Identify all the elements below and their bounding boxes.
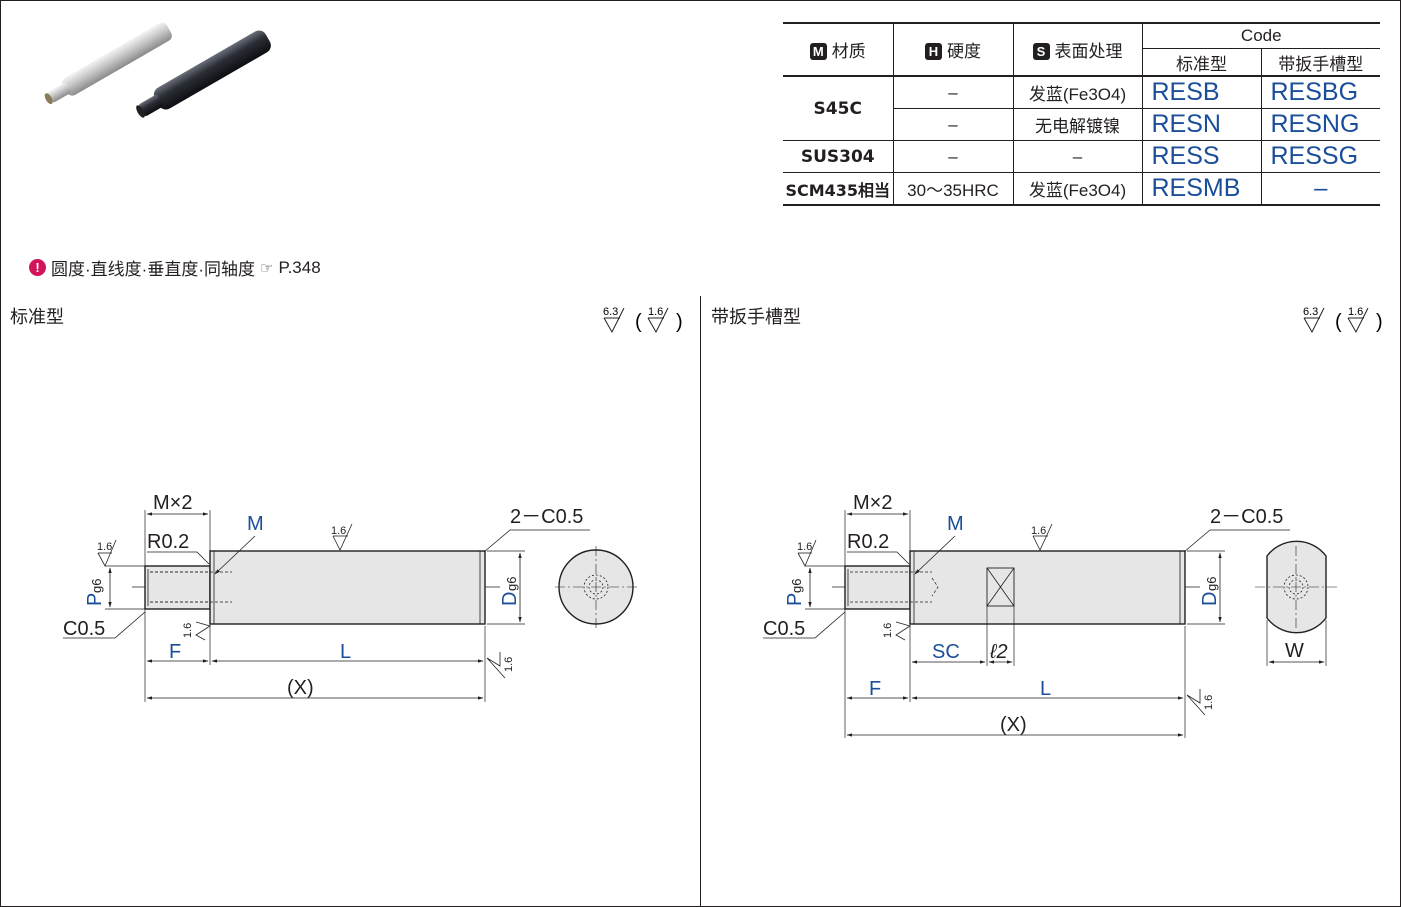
svg-text:D: D [499,592,521,606]
svg-text:D: D [1199,592,1221,606]
wrench-drawing: M×2 R0.2 M 1.6 1.6 2－C0.5 C0.5 SC ℓ2 F L… [763,492,1337,738]
roughness-header-standard: 6.3 ( 1.6 ) [603,306,683,334]
dim-mx2: M×2 [853,492,892,514]
code-standard-cell: RESN [1141,108,1261,141]
svg-text:P: P [84,593,106,606]
dim-p: P g6 [784,579,806,606]
dim-r02: R0.2 [147,531,189,553]
dim-c05: C0.5 [63,618,105,640]
table-row: – 无电解镀镍 RESN RESNG [783,108,1380,141]
dim-m: M [247,513,264,535]
product-photo [44,22,271,118]
code-wrench-cell: RESNG [1260,108,1380,141]
rough-p: 1.6 [97,541,112,553]
dim-sc: SC [932,641,960,663]
hardness-cell: – [892,108,1013,141]
svg-text:(: ( [635,311,642,333]
surface-badge: S [1032,43,1050,60]
surface-cell: – [1012,140,1142,173]
dim-f: F [169,641,181,663]
rough-step: 1.6 [882,623,894,638]
hardness-cell: 30～35HRC [892,172,1013,206]
code-standard-cell: RESB [1141,76,1261,109]
dim-p: P g6 [84,579,106,606]
hardness-cell: – [892,140,1013,173]
surface-cell: 无电解镀镍 [1012,108,1142,141]
table-subheader-row: 标准型 带扳手槽型 [783,48,1380,77]
svg-text:1.6: 1.6 [1203,695,1215,710]
header-code: Code [1141,22,1380,49]
dim-d: D g6 [1199,577,1221,606]
material-badge: M [809,43,827,60]
svg-text:g6: g6 [1204,577,1219,591]
svg-text:P: P [784,593,806,606]
hardness-cell: – [892,76,1013,109]
material-cell: S45C [783,76,893,141]
dim-l: L [340,641,351,663]
code-standard-cell: RESMB [1141,172,1261,206]
dim-r02: R0.2 [847,531,889,553]
dim-mx2: M×2 [153,492,192,514]
note-page[interactable]: P.348 [278,257,321,277]
reference-hand-icon: ☞ [259,259,274,277]
header-wrench: 带扳手槽型 [1260,48,1380,77]
dim-m: M [947,513,964,535]
table-row: SCM435相当 30～35HRC 发蓝(Fe3O4) RESMB – [783,172,1380,206]
svg-text:): ) [676,311,683,333]
dim-l2: ℓ2 [989,641,1008,663]
code-wrench-cell: – [1260,172,1380,206]
code-wrench-cell: RESBG [1260,76,1380,109]
rough-step: 1.6 [182,623,194,638]
dim-d: D g6 [499,577,521,606]
svg-text:(: ( [1335,311,1342,333]
svg-text:g6: g6 [504,577,519,591]
svg-text:g6: g6 [89,579,104,593]
svg-text:6.3: 6.3 [1303,306,1318,318]
dim-w: W [1285,640,1304,662]
code-standard-cell: RESS [1141,140,1261,173]
svg-text:1.6: 1.6 [648,306,663,318]
dim-c05: C0.5 [763,618,805,640]
table-row: SUS304 – – RESS RESSG [783,140,1380,173]
alert-icon: ! [29,259,46,276]
table-row: S45C – 发蓝(Fe3O4) RESB RESBG [783,76,1380,141]
svg-text:1.6: 1.6 [182,623,194,638]
dim-x: (X) [287,677,314,699]
svg-text:1.6: 1.6 [503,657,515,672]
svg-text:): ) [1376,311,1383,333]
material-cell: SCM435相当 [783,172,893,206]
note-text: 圆度·直线度·垂直度·同轴度 [51,260,255,279]
tolerance-note: ! 圆度·直线度·垂直度·同轴度 ☞ P.348 [29,255,321,280]
code-wrench-cell: RESSG [1260,140,1380,173]
dim-x: (X) [1000,714,1027,736]
rough-end: 1.6 [1203,695,1215,710]
dim-2c05: 2－C0.5 [510,506,583,528]
standard-section-title: 标准型 [10,307,64,327]
hardness-badge: H [925,43,942,60]
rough-top: 1.6 [331,525,346,537]
rough-end: 1.6 [503,657,515,672]
standard-drawing: M×2 R0.2 M 1.6 1.6 2－C0.5 C0.5 F L (X) P… [63,492,637,702]
header-standard: 标准型 [1141,48,1261,77]
svg-text:1.6: 1.6 [882,623,894,638]
section-divider [700,296,701,906]
surface-cell: 发蓝(Fe3O4) [1012,172,1142,206]
dim-f: F [869,678,881,700]
roughness-header-wrench: 6.3 ( 1.6 ) [1303,306,1383,334]
svg-text:6.3: 6.3 [603,306,618,318]
svg-text:1.6: 1.6 [1348,306,1363,318]
surface-cell: 发蓝(Fe3O4) [1012,76,1142,109]
rough-top: 1.6 [1031,525,1046,537]
rough-p: 1.6 [797,541,812,553]
dim-l: L [1040,678,1051,700]
material-cell: SUS304 [783,140,893,173]
wrench-section-title: 带扳手槽型 [711,307,801,327]
dim-2c05: 2－C0.5 [1210,506,1283,528]
svg-text:g6: g6 [789,579,804,593]
